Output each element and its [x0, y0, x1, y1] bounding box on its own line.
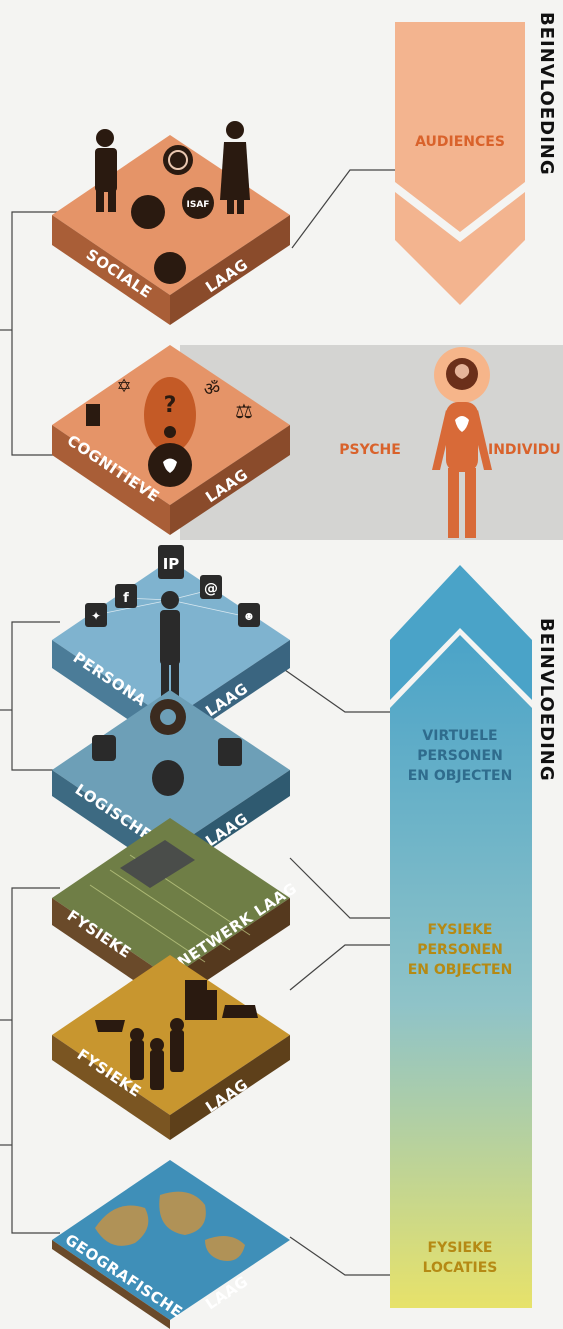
- fysieke-personen-text: FYSIEKE PERSONEN EN OBJECTEN: [407, 922, 513, 978]
- sociale-layer: ISAF SOCIALE LAAG: [52, 121, 290, 325]
- android-icon: [92, 735, 116, 761]
- outlook-icon: [218, 738, 242, 766]
- cpu-chip-icon: [120, 840, 195, 888]
- world-map-icon: [95, 1191, 245, 1261]
- beinvloeding-bottom-label: BEINVLOEDING: [536, 618, 557, 782]
- question-icon: ?: [164, 393, 177, 418]
- fysieke-locaties-text: FYSIEKE LOCATIES: [422, 1240, 498, 1276]
- audiences-text: AUDIENCES: [415, 134, 505, 150]
- ip-icon: IP: [163, 555, 180, 573]
- fysieke-layer: FYSIEKE LAAG: [52, 955, 290, 1140]
- persona-layer: IP @ ✦ f ☻ PERSONA LAAG: [52, 545, 290, 748]
- om-icon: ॐ: [204, 379, 220, 399]
- beinvloeding-top-label: BEINVLOEDING: [536, 12, 557, 176]
- audiences-arrow: [395, 22, 525, 232]
- psyche-text: PSYCHE: [339, 442, 401, 458]
- virtuele-text: VIRTUELE PERSONEN EN OBJECTEN: [407, 728, 513, 784]
- isaf-icon: ISAF: [187, 200, 210, 210]
- star-of-david-icon: ✡: [116, 376, 131, 396]
- twitter-icon: ✦: [91, 609, 101, 623]
- apple-icon: [152, 760, 184, 796]
- soldiers-icon: [95, 980, 258, 1090]
- at-icon: @: [204, 581, 218, 597]
- geografische-layer: GEOGRAFISCHE LAAG: [52, 1160, 290, 1329]
- audiences-arrow-lower: [395, 192, 525, 305]
- big-blue-arrow: [390, 635, 532, 1308]
- blue-arrow-head: [390, 565, 532, 700]
- book-icon: [86, 404, 100, 426]
- connector-lines: [0, 169, 395, 1276]
- mask-icon: ☻: [243, 609, 256, 623]
- facebook-icon: f: [123, 591, 129, 606]
- individu-text: INDIVIDU: [488, 442, 561, 458]
- ip-badge: [158, 545, 184, 579]
- cognitieve-layer: ? ✡ ॐ ⚖ COGNITIEVE LAAG: [52, 345, 290, 535]
- scales-icon: ⚖: [235, 401, 253, 423]
- person-figure: [432, 347, 492, 538]
